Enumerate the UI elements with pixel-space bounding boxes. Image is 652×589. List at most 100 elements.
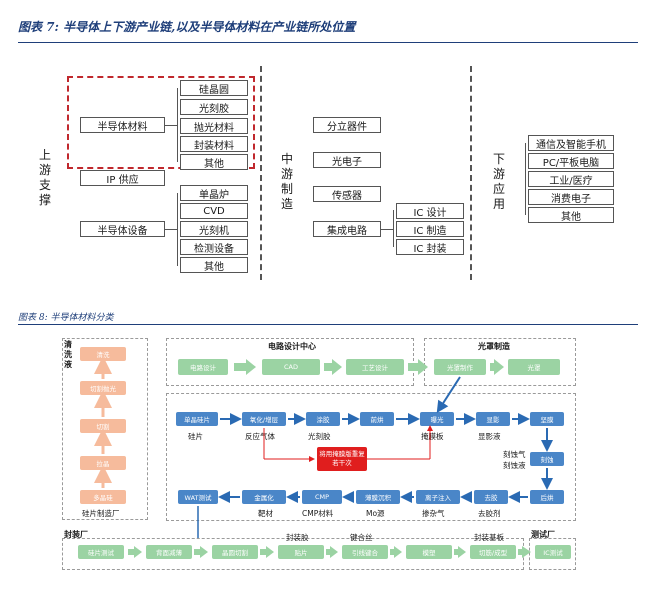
reuse-loop [263, 425, 433, 462]
equipment-inspection: 检测设备 [180, 239, 248, 255]
label-etch-liquid: 刻蚀液 [503, 461, 526, 470]
label-photoresist: 光刻胶 [308, 432, 331, 441]
materials-bracket [177, 88, 178, 162]
pack-step-wafer-test: 硅片测试 [78, 545, 124, 559]
label-mask-plate: 掩膜板 [421, 432, 444, 441]
wafer-step-cut: 切割 [80, 419, 126, 433]
downstream-label: 下游应用 [492, 152, 505, 211]
pack-step-wire-bond: 引线键合 [342, 545, 388, 559]
midstream-label: 中游制造 [280, 152, 293, 211]
midstream-sensors: 传感器 [313, 186, 381, 202]
design-step-cad: CAD [262, 359, 320, 375]
materials-highlight-box [67, 76, 255, 169]
label-encapsulant: 封装胶 [286, 533, 309, 542]
fab-step-metallization: 金属化 [242, 490, 286, 504]
fig8-title-rule [18, 324, 638, 325]
midstream-discrete-devices: 分立器件 [313, 117, 381, 133]
testing-area [529, 538, 576, 570]
ic-connector [381, 229, 393, 230]
label-cmp-material: CMP材料 [302, 509, 334, 518]
fab-step-strip: 去胶 [474, 490, 508, 504]
fig7-title: 图表 7: 半导体上下游产业链,以及半导体材料在产业链所处位置 [18, 20, 356, 34]
semiconductor-materials-box: 半导体材料 [80, 117, 165, 133]
fab-area [166, 393, 576, 521]
equipment-cvd: CVD [180, 203, 248, 219]
wafer-step-polysilicon: 多晶硅 [80, 490, 126, 504]
fab-step-develop: 显影 [476, 412, 510, 426]
wafer-step-cut-polish: 切割抛光 [80, 381, 126, 395]
design-step-circuit: 电路设计 [178, 359, 228, 375]
pack-step-dicing: 晶圆切割 [212, 545, 258, 559]
label-developer: 显影液 [478, 432, 501, 441]
test-step-ic-test: IC测试 [535, 545, 571, 559]
equipment-other: 其他 [180, 257, 248, 273]
fab-step-cmp: CMP [302, 490, 342, 504]
app-smartphones: 通信及智能手机 [528, 135, 614, 151]
reuse-mask-note: 将用掩膜版重复若干次 [317, 447, 367, 471]
midstream-integrated-circuits: 集成电路 [313, 221, 381, 237]
pack-step-trim-form: 切筋/成型 [470, 545, 516, 559]
material-other: 其他 [180, 154, 248, 170]
material-packaging: 封装材料 [180, 136, 248, 152]
divider-upstream-midstream [260, 66, 262, 280]
ic-packaging: IC 封装 [396, 239, 464, 255]
label-mo-source: Mo源 [366, 509, 385, 518]
wafer-step-crystal-pull: 拉晶 [80, 456, 126, 470]
ic-manufacturing: IC 制造 [396, 221, 464, 237]
fab-step-prebake: 前烘 [360, 412, 394, 426]
materials-connector [165, 125, 177, 126]
material-polishing: 抛光材料 [180, 118, 248, 134]
midstream-optoelectronics: 光电子 [313, 152, 381, 168]
app-industrial-medical: 工业/医疗 [528, 171, 614, 187]
ip-supply-box: IP 供应 [80, 170, 165, 186]
fab-step-postbake: 后烘 [530, 490, 564, 504]
material-photoresist: 光刻胶 [180, 99, 248, 115]
equipment-bracket [177, 193, 178, 266]
pack-step-molding: 模塑 [406, 545, 452, 559]
pack-step-die-attach: 贴片 [278, 545, 324, 559]
material-silicon-wafer: 硅晶圆 [180, 80, 248, 96]
fab-step-wafer: 单晶硅片 [176, 412, 218, 426]
mask-step-mask: 光罩 [508, 359, 560, 375]
label-bond-wire: 键合丝 [350, 533, 373, 542]
fab-step-coating: 涂胶 [306, 412, 340, 426]
semiconductor-equipment-box: 半导体设备 [80, 221, 165, 237]
equipment-crystal-furnace: 单晶炉 [180, 185, 248, 201]
wafer-plant-area [62, 338, 148, 520]
ic-design: IC 设计 [396, 203, 464, 219]
fab-step-etch: 刻蚀 [530, 452, 564, 466]
label-etch-gas: 刻蚀气 [503, 450, 526, 459]
downstream-bracket [525, 143, 526, 215]
label-target: 靶材 [258, 509, 273, 518]
design-arrows [234, 359, 504, 375]
label-substrate: 封装基板 [474, 533, 504, 542]
wafer-plant-label: 硅片制造厂 [82, 509, 120, 518]
design-step-process: 工艺设计 [346, 359, 404, 375]
fab-step-exposure: 曝光 [420, 412, 454, 426]
label-wafer: 硅片 [188, 432, 203, 441]
upstream-label: 上游支撑 [38, 148, 51, 207]
label-stripper: 去胶剂 [478, 509, 501, 518]
mask-label: 光罩制造 [478, 342, 510, 351]
wafer-step-clean: 清洗 [80, 347, 126, 361]
fab-step-oxidation: 氧化/增层 [242, 412, 286, 426]
equipment-lithography: 光刻机 [180, 221, 248, 237]
fab-step-wat-test: WAT测试 [178, 490, 218, 504]
label-dopant-gas: 掺杂气 [422, 509, 445, 518]
circuit-design-area [166, 338, 414, 386]
pack-step-backgrind: 背面减薄 [146, 545, 192, 559]
test-plant-label: 测试厂 [531, 530, 555, 539]
app-pc-tablet: PC/平板电脑 [528, 153, 614, 169]
packaging-arrows [128, 546, 531, 558]
cleaning-liquid-label: 清洗液 [64, 340, 72, 369]
divider-midstream-downstream [470, 66, 472, 280]
fab-step-film-deposition: 薄膜沉积 [356, 490, 400, 504]
mask-step-make: 光罩制作 [434, 359, 486, 375]
ic-bracket [393, 210, 394, 247]
app-consumer-electronics: 消费电子 [528, 189, 614, 205]
equipment-connector [165, 229, 177, 230]
packaging-plant-label: 封装厂 [64, 530, 88, 539]
app-other: 其他 [528, 207, 614, 223]
mask-area [424, 338, 576, 386]
